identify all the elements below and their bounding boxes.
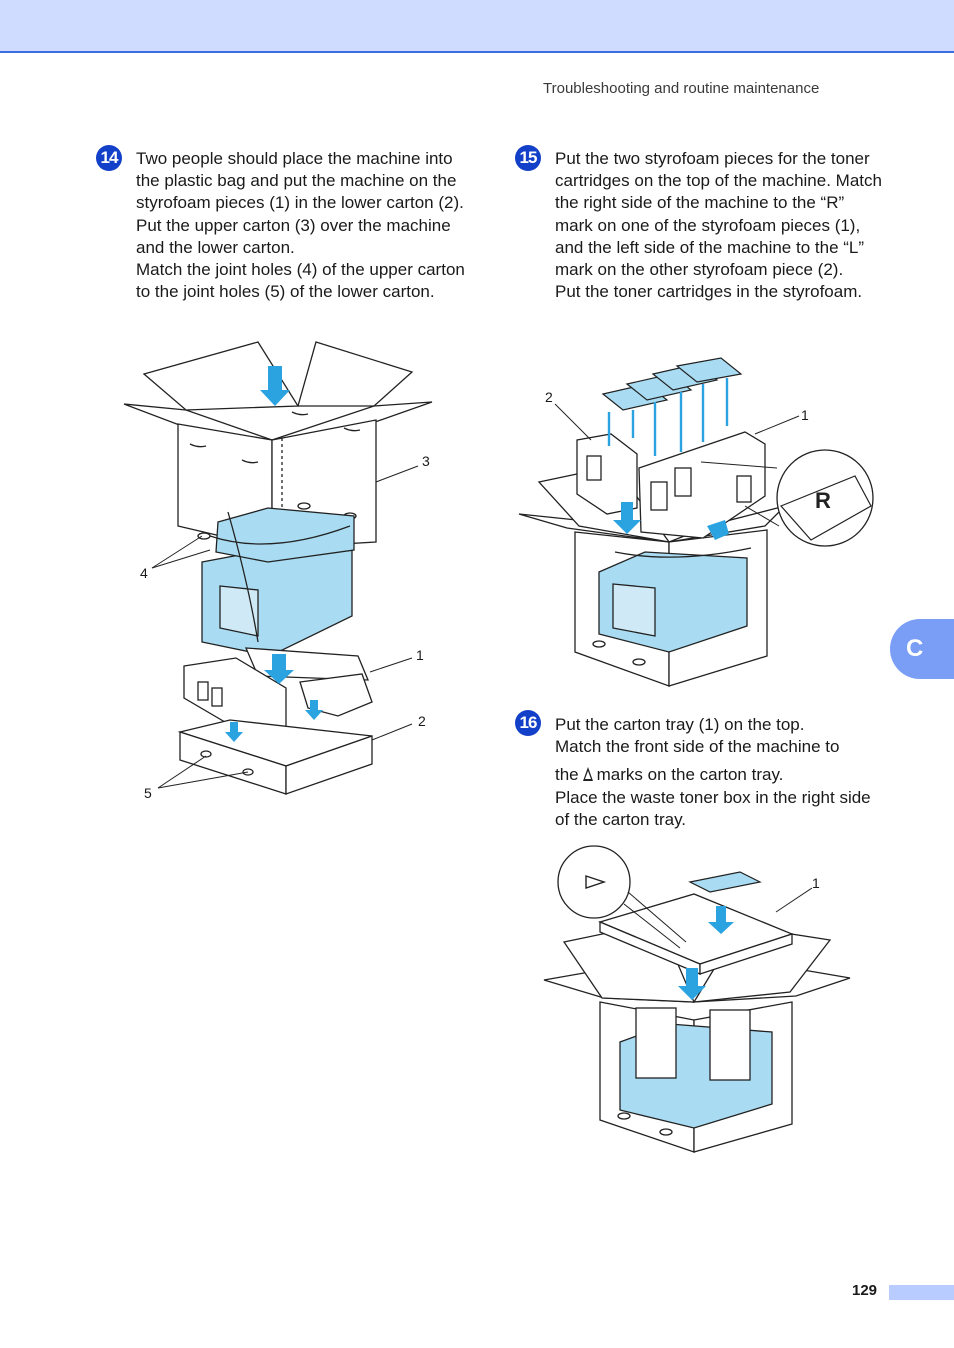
step-16-line: the marks on the carton tray. — [555, 764, 885, 786]
r-mark-letter: R — [815, 488, 831, 513]
step-number-badge: 14 — [96, 145, 122, 171]
step-16-packing-illustration: 1 — [543, 845, 851, 1153]
step-14-paragraph: Match the joint holes (4) of the upper c… — [136, 260, 465, 302]
figure-label: 4 — [140, 565, 148, 581]
step-15-packing-illustration: R 2 1 — [518, 357, 874, 687]
step-16-line: Put the carton tray (1) on the top. — [555, 715, 805, 734]
figure-label: 5 — [144, 785, 152, 801]
step-15-paragraph: Put the two styrofoam pieces for the ton… — [555, 149, 882, 280]
step-16-line: Match the front side of the machine to — [555, 737, 840, 757]
step-14-instructions: Two people should place the machine into… — [136, 148, 466, 303]
step-14-packing-illustration: 3 4 1 2 5 — [123, 341, 433, 801]
triangle-mark-icon — [582, 767, 593, 782]
step-16-text: marks on the carton tray. — [596, 765, 784, 785]
step-16-instructions: Put the carton tray (1) on the top. Matc… — [555, 714, 885, 831]
step-14-paragraph: Two people should place the machine into… — [136, 149, 464, 257]
figure-label: 1 — [801, 407, 809, 423]
figure-label: 1 — [416, 647, 424, 663]
figure-label: 1 — [812, 875, 820, 891]
step-15-instructions: Put the two styrofoam pieces for the ton… — [555, 148, 885, 303]
figure-label: 2 — [545, 389, 553, 405]
figure-label: 3 — [422, 453, 430, 469]
chapter-tab: C — [890, 619, 954, 679]
step-number-badge: 15 — [515, 145, 541, 171]
step-15-paragraph: Put the toner cartridges in the styrofoa… — [555, 282, 863, 302]
page-number: 129 — [852, 1282, 878, 1299]
section-title: Troubleshooting and routine maintenance — [543, 80, 820, 97]
figure-label: 2 — [418, 713, 426, 729]
step-16-text: the — [555, 765, 579, 785]
step-16-paragraph: Place the waste toner box in the right s… — [555, 787, 871, 829]
page-number-bar — [889, 1285, 954, 1300]
top-header-band — [0, 0, 954, 53]
step-number-badge: 16 — [515, 710, 541, 736]
